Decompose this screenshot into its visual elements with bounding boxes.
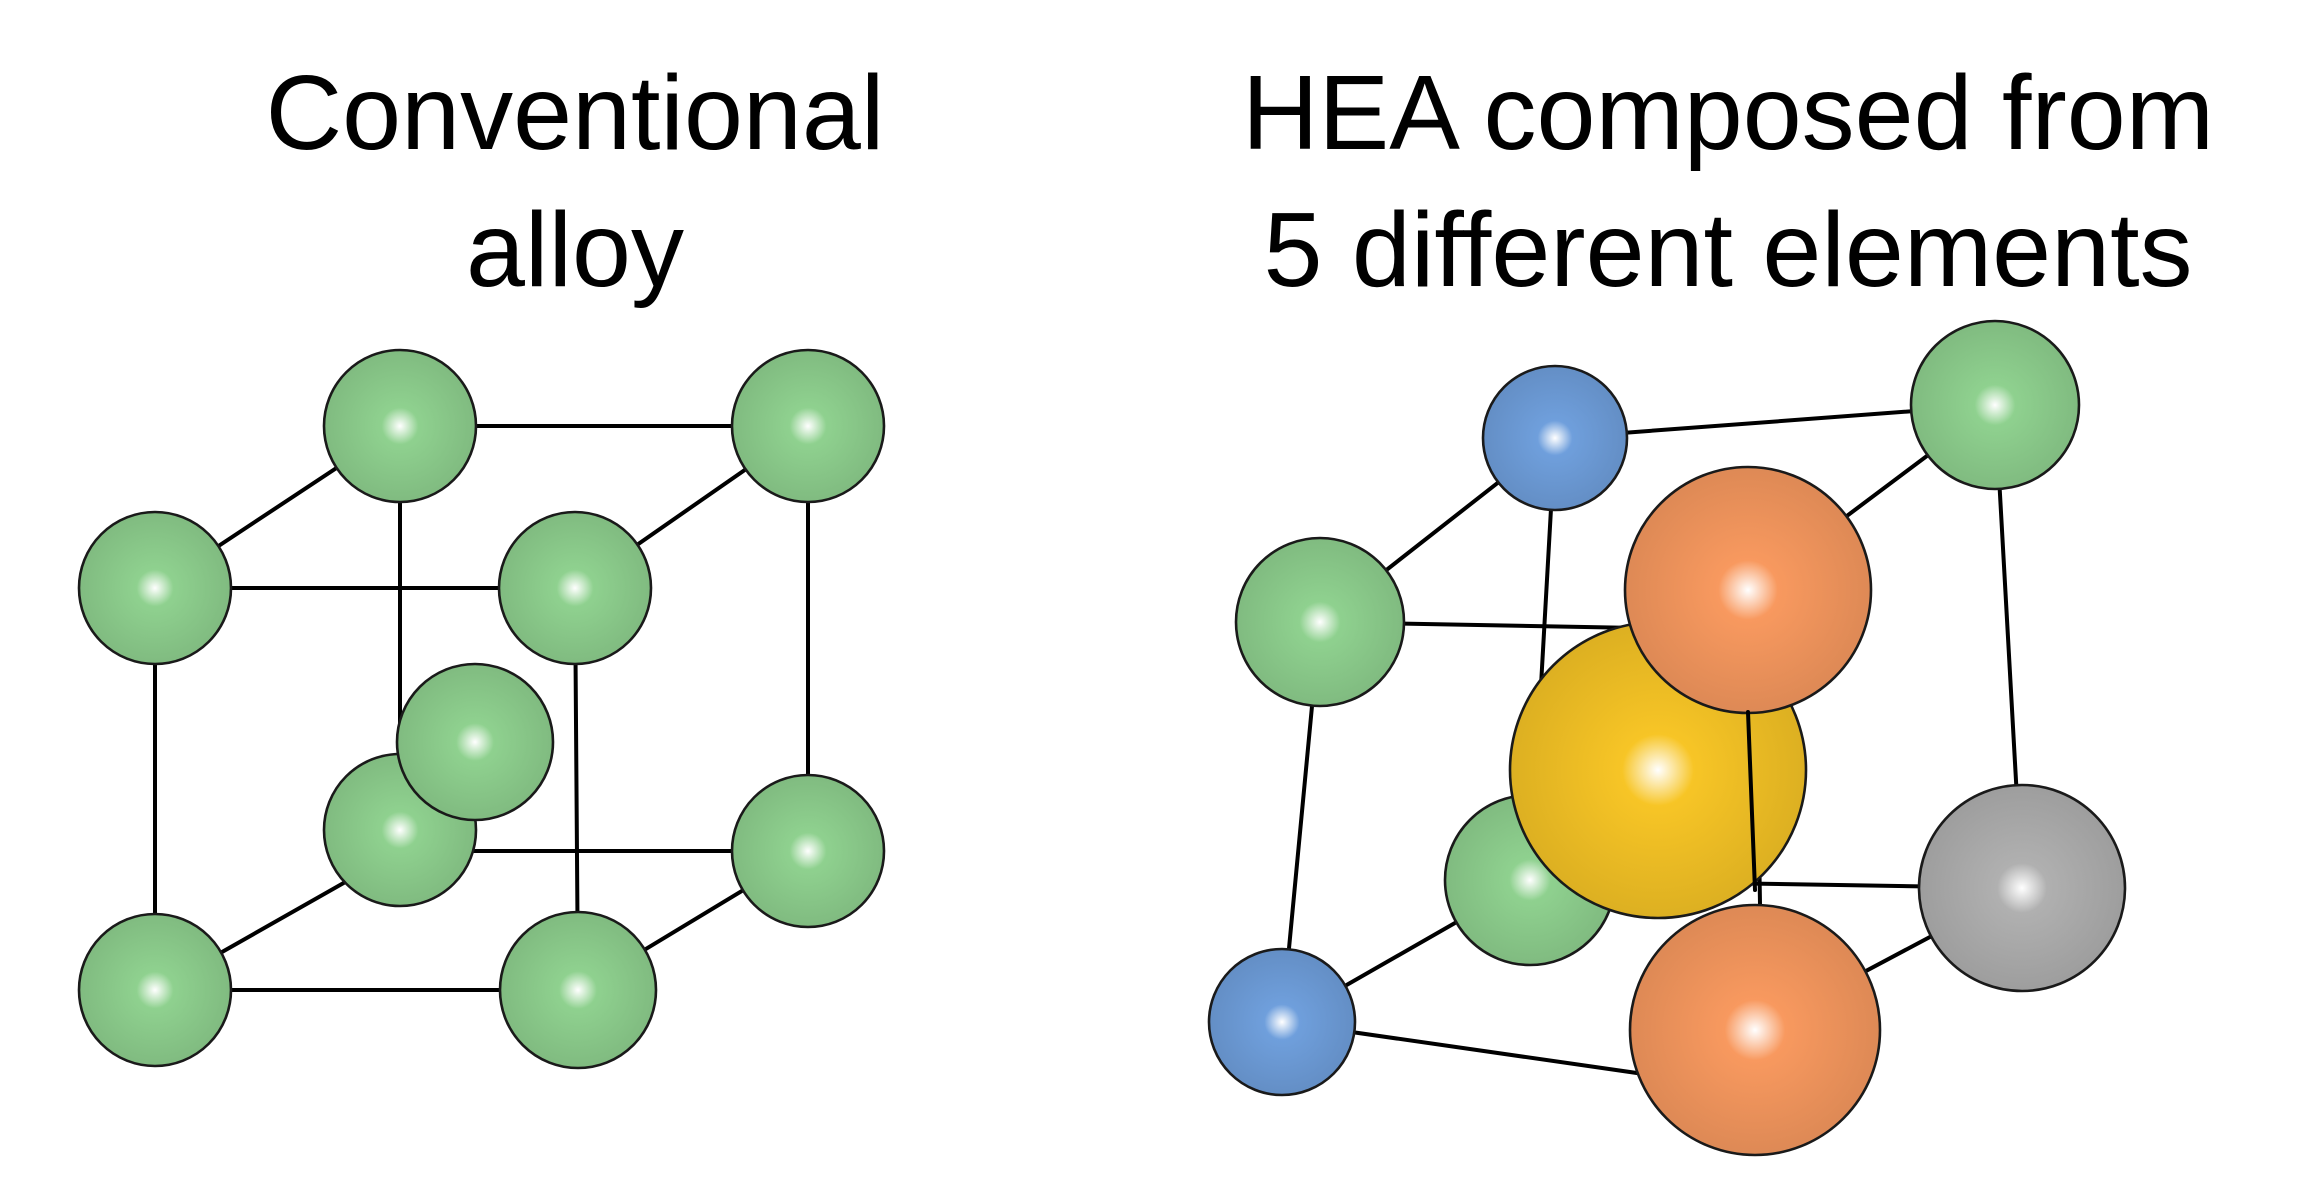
- blue-atom: [1207, 947, 1357, 1097]
- title-line: alloy: [465, 191, 684, 309]
- green-atom: [77, 510, 233, 666]
- atoms: [1207, 319, 2127, 1157]
- orange-atom: [1623, 465, 1873, 715]
- conventional-alloy-title: Conventional alloy: [0, 45, 1150, 319]
- conventional-alloy-panel: Conventional alloy: [0, 0, 1150, 1185]
- hea-lattice: [1207, 319, 2127, 1157]
- green-atom: [730, 348, 886, 504]
- title-line: Conventional: [265, 54, 885, 172]
- green-atom: [497, 510, 653, 666]
- conventional-lattice: [77, 348, 886, 1070]
- atoms: [77, 348, 886, 1070]
- title-line: 5 different elements: [1263, 191, 2193, 309]
- orange-atom: [1628, 903, 1882, 1157]
- bond: [1746, 710, 1757, 892]
- gray-atom: [1917, 783, 2127, 993]
- green-atom: [395, 662, 555, 822]
- green-atom: [1909, 319, 2081, 491]
- green-atom: [322, 348, 478, 504]
- green-atom: [498, 910, 658, 1070]
- green-atom: [77, 912, 233, 1068]
- green-atom: [1234, 536, 1406, 708]
- hea-title: HEA composed from 5 different elements: [1130, 45, 2306, 319]
- blue-atom: [1481, 364, 1629, 512]
- title-line: HEA composed from: [1241, 54, 2215, 172]
- green-atom: [730, 773, 886, 929]
- hea-panel: HEA composed from 5 different elements: [1150, 0, 2306, 1185]
